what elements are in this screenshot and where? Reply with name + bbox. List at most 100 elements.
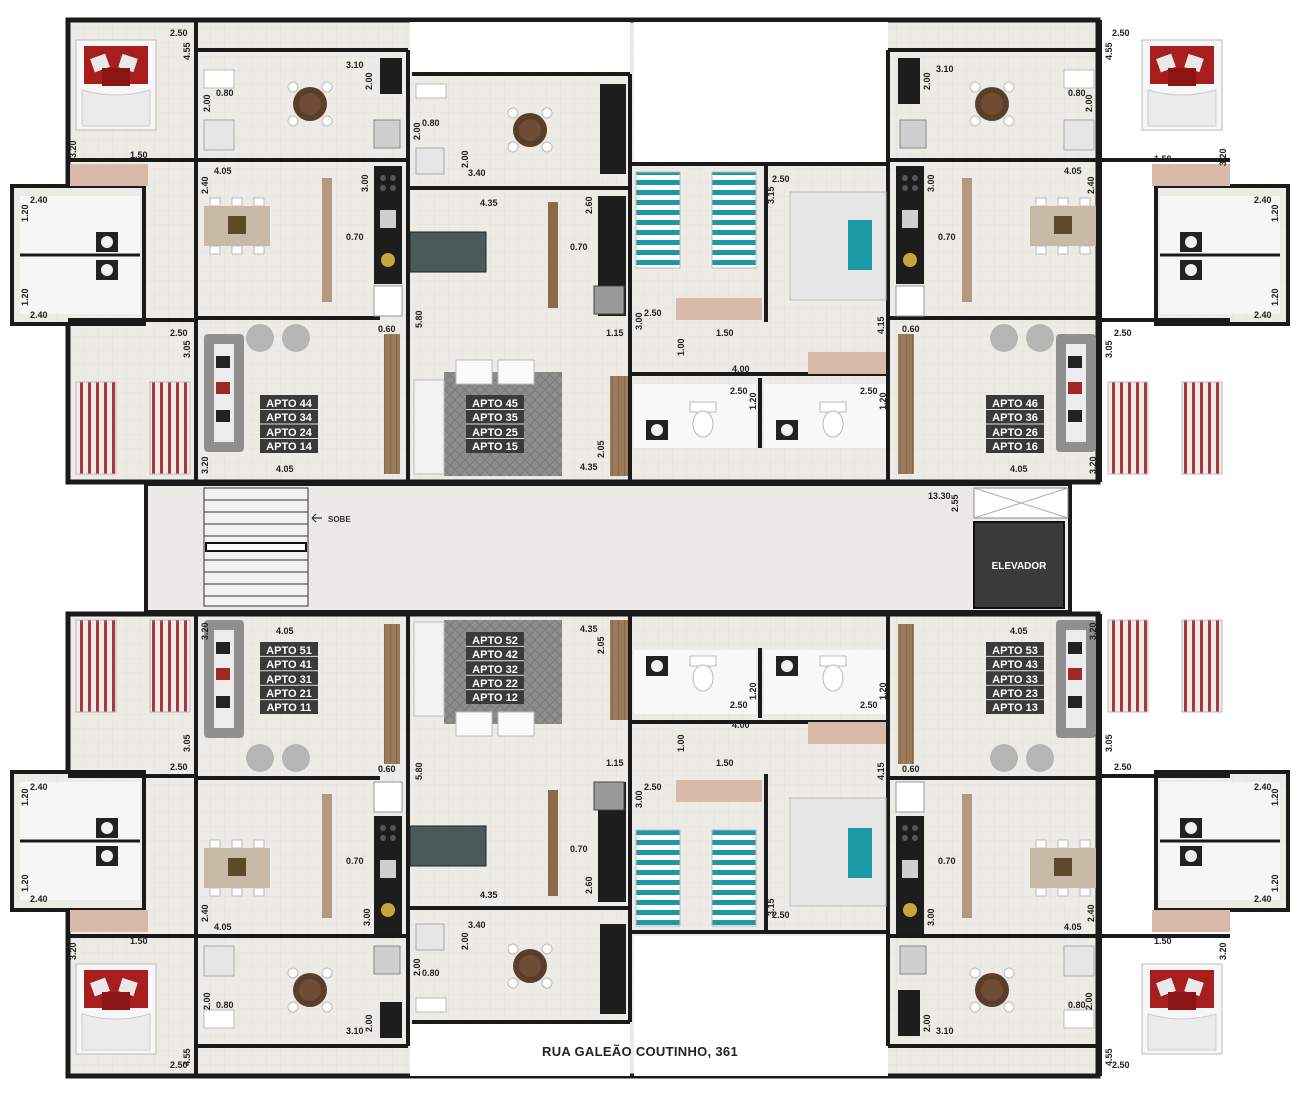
- sofa-icon: [204, 334, 244, 452]
- apartment-number: APTO 36: [992, 412, 1038, 424]
- apartment-number: APTO 12: [472, 692, 518, 704]
- sink-icon: [96, 232, 118, 252]
- dimension-label: 2.50: [170, 1060, 188, 1070]
- apartment-number: APTO 25: [472, 427, 518, 439]
- apartment-number: APTO 11: [266, 702, 311, 714]
- dimension-label: 1.20: [748, 392, 758, 410]
- apartment-bottom-center: APTO 52 APTO 42 APTO 32 APTO 22 APTO 12: [409, 620, 887, 1014]
- apartment-number: APTO 15: [472, 441, 518, 453]
- dimension-label: 2.00: [364, 1014, 374, 1032]
- staircase[interactable]: [203, 487, 309, 607]
- dimension-label: 1.50: [716, 328, 734, 338]
- round-table-icon: [969, 81, 1015, 127]
- dimension-label: 3.00: [362, 908, 372, 926]
- apartment-number: APTO 16: [992, 441, 1038, 453]
- dimension-label: 3.00: [634, 312, 644, 330]
- double-bed-icon: [75, 39, 157, 131]
- apartment-number: APTO 32: [472, 664, 518, 676]
- dimension-label: 4.55: [1104, 1048, 1114, 1066]
- round-table-icon: [287, 967, 333, 1013]
- dimension-label: 0.60: [902, 764, 920, 774]
- dimension-label: 2.50: [170, 328, 188, 338]
- dimension-label: 5.80: [414, 762, 424, 780]
- dimension-label: 3.40: [468, 168, 486, 178]
- apartment-number: APTO 52: [472, 635, 518, 647]
- apartment-number: APTO 53: [992, 645, 1038, 657]
- street-address: RUA GALEÃO COUTINHO, 361: [542, 1044, 738, 1059]
- dimension-label: 4.35: [480, 890, 498, 900]
- sink-icon: [1180, 818, 1202, 838]
- dimension-label: 3.20: [200, 622, 210, 640]
- dimension-label: 0.60: [378, 324, 396, 334]
- dimension-label: 2.40: [200, 176, 210, 194]
- apartment-number: APTO 33: [992, 674, 1038, 686]
- dimension-label: 2.50: [860, 700, 878, 710]
- double-bed-icon: [75, 963, 157, 1055]
- dimension-label: 0.80: [216, 1000, 234, 1010]
- dimension-label: 1.20: [20, 788, 30, 806]
- dimensions-bottom-right: 4.05 3.20 3.05 2.50 0.60 2.40 1.20 1.20 …: [902, 622, 1280, 1070]
- dimension-label: 1.20: [878, 682, 888, 700]
- sink-icon: [1180, 846, 1202, 866]
- walls-top: [68, 20, 1230, 482]
- dimension-label: 3.20: [1218, 148, 1228, 166]
- corridor: SOBE ELEVADOR 13.30 2.55: [203, 487, 1069, 609]
- apartment-top-left: APTO 44 APTO 34 APTO 24 APTO 14: [20, 39, 403, 475]
- dimension-label: 4.35: [580, 624, 598, 634]
- sink-icon: [96, 846, 118, 866]
- dimension-label: 1.20: [748, 682, 758, 700]
- dimension-label: 2.00: [460, 150, 470, 168]
- dimension-label: 0.70: [938, 856, 956, 866]
- dimension-label: 3.05: [182, 340, 192, 358]
- dimension-label: 0.70: [570, 844, 588, 854]
- dimension-label: 2.50: [1112, 28, 1130, 38]
- apartment-bottom-right: APTO 53 APTO 43 APTO 33 APTO 23 APTO 13: [895, 619, 1280, 1055]
- dimension-label: 4.05: [214, 922, 232, 932]
- dimension-label: 2.50: [860, 386, 878, 396]
- dimension-label: 5.80: [414, 310, 424, 328]
- double-bed-icon: [1141, 963, 1223, 1055]
- dimension-label: 3.05: [1104, 734, 1114, 752]
- elevator[interactable]: ELEVADOR: [973, 521, 1065, 609]
- dimension-label: 2.40: [1086, 176, 1096, 194]
- dimension-label: 2.40: [30, 782, 48, 792]
- dimension-label: 1.20: [1270, 874, 1280, 892]
- dimension-label: 4.35: [480, 198, 498, 208]
- wardrobe: [70, 164, 148, 186]
- apartment-number: APTO 23: [992, 688, 1038, 700]
- dimension-label: 1.50: [716, 758, 734, 768]
- dimension-label: 3.15: [766, 898, 776, 916]
- dimension-label: 4.00: [732, 720, 750, 730]
- dimension-label: 2.40: [1254, 782, 1272, 792]
- stairs-direction-label: SOBE: [328, 515, 351, 524]
- kitchen-counter: [374, 816, 402, 934]
- dimension-label: 1.20: [20, 874, 30, 892]
- dimension-label: 2.40: [1254, 894, 1272, 904]
- dimension-label: 2.60: [584, 196, 594, 214]
- dimension-label: 1.50: [130, 936, 148, 946]
- kitchen-counter: [896, 816, 924, 934]
- dimension-label: 3.15: [766, 186, 776, 204]
- dimension-label: 2.60: [584, 876, 594, 894]
- dimension-label: 1.50: [1154, 936, 1172, 946]
- dimension-label: 3.00: [360, 174, 370, 192]
- dimension-label: 4.15: [876, 316, 886, 334]
- dimension-label: 0.80: [216, 88, 234, 98]
- apartment-number: APTO 31: [266, 674, 312, 686]
- dimension-label: 13.30: [928, 491, 951, 501]
- apartment-number: APTO 26: [992, 427, 1038, 439]
- apartment-number: APTO 22: [472, 678, 518, 690]
- apartment-number: APTO 44: [266, 398, 313, 410]
- dimension-label: 1.20: [20, 204, 30, 222]
- dimension-label: 2.40: [200, 904, 210, 922]
- dimension-label: 3.20: [1088, 456, 1098, 474]
- dimension-label: 0.80: [1068, 1000, 1086, 1010]
- walls-bottom: [68, 614, 1230, 1076]
- dimensions-top-left: 2.50 4.55 3.20 1.50 3.10 2.00 0.80 2.00 …: [20, 28, 396, 474]
- arrow-left-icon: [311, 513, 322, 523]
- dimension-label: 2.00: [1084, 94, 1094, 112]
- dimension-label: 2.40: [1254, 310, 1272, 320]
- apartment-number: APTO 35: [472, 412, 518, 424]
- dimension-label: 2.50: [772, 174, 790, 184]
